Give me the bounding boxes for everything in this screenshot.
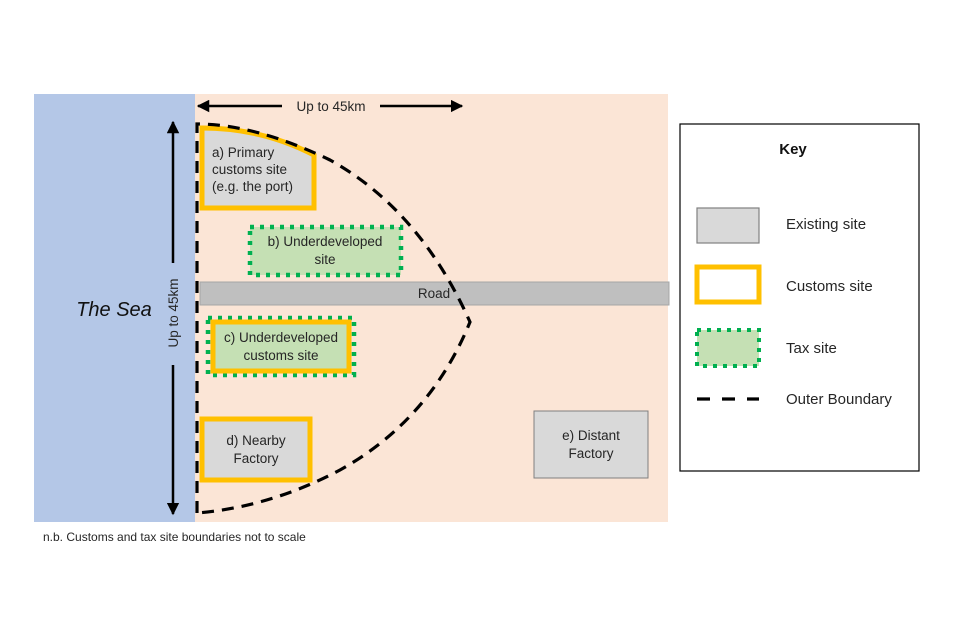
svg-text:a) Primary: a) Primary — [212, 145, 275, 160]
svg-text:e) Distant: e) Distant — [562, 428, 620, 443]
horizontal-distance-arrow: Up to 45km — [196, 99, 464, 114]
sea-label: The Sea — [76, 299, 152, 321]
svg-text:customs site: customs site — [212, 162, 287, 177]
svg-text:Customs site: Customs site — [786, 278, 873, 295]
svg-text:site: site — [314, 252, 335, 267]
site-b-underdeveloped: b) Underdeveloped site — [247, 224, 404, 278]
road-label: Road — [418, 286, 450, 301]
existing-site-swatch — [696, 207, 760, 244]
svg-text:Factory: Factory — [233, 451, 278, 466]
customs-site-swatch — [694, 264, 762, 305]
svg-text:(e.g. the port): (e.g. the port) — [212, 179, 293, 194]
legend-item-customs-site: Customs site — [694, 264, 873, 305]
outer-boundary — [195, 122, 472, 515]
site-e-distant-factory: e) Distant Factory — [533, 410, 649, 479]
legend: Key Existing site Customs site Tax site … — [679, 123, 920, 472]
tax-site-swatch — [695, 328, 761, 368]
legend-item-tax-site: Tax site — [695, 328, 837, 368]
legend-item-existing-site: Existing site — [696, 207, 866, 244]
legend-title: Key — [779, 141, 807, 158]
legend-item-outer-boundary: Outer Boundary — [697, 391, 892, 408]
svg-text:Up to 45km: Up to 45km — [166, 278, 181, 347]
road — [199, 281, 670, 306]
vertical-distance-arrow: Up to 45km — [166, 120, 181, 516]
svg-text:Existing site: Existing site — [786, 216, 866, 233]
svg-text:Outer Boundary: Outer Boundary — [786, 391, 892, 408]
svg-text:d) Nearby: d) Nearby — [226, 433, 286, 448]
svg-text:customs site: customs site — [243, 348, 318, 363]
svg-text:b) Underdeveloped: b) Underdeveloped — [268, 234, 383, 249]
svg-text:Tax site: Tax site — [786, 340, 837, 357]
site-d-nearby-factory: d) Nearby Factory — [199, 416, 313, 483]
site-c-underdeveloped-customs: c) Underdeveloped customs site — [205, 315, 357, 378]
svg-text:Up to 45km: Up to 45km — [296, 99, 365, 114]
sea-area — [34, 94, 195, 522]
footnote: n.b. Customs and tax site boundaries not… — [43, 530, 306, 544]
svg-text:c) Underdeveloped: c) Underdeveloped — [224, 330, 338, 345]
svg-text:Factory: Factory — [568, 446, 613, 461]
